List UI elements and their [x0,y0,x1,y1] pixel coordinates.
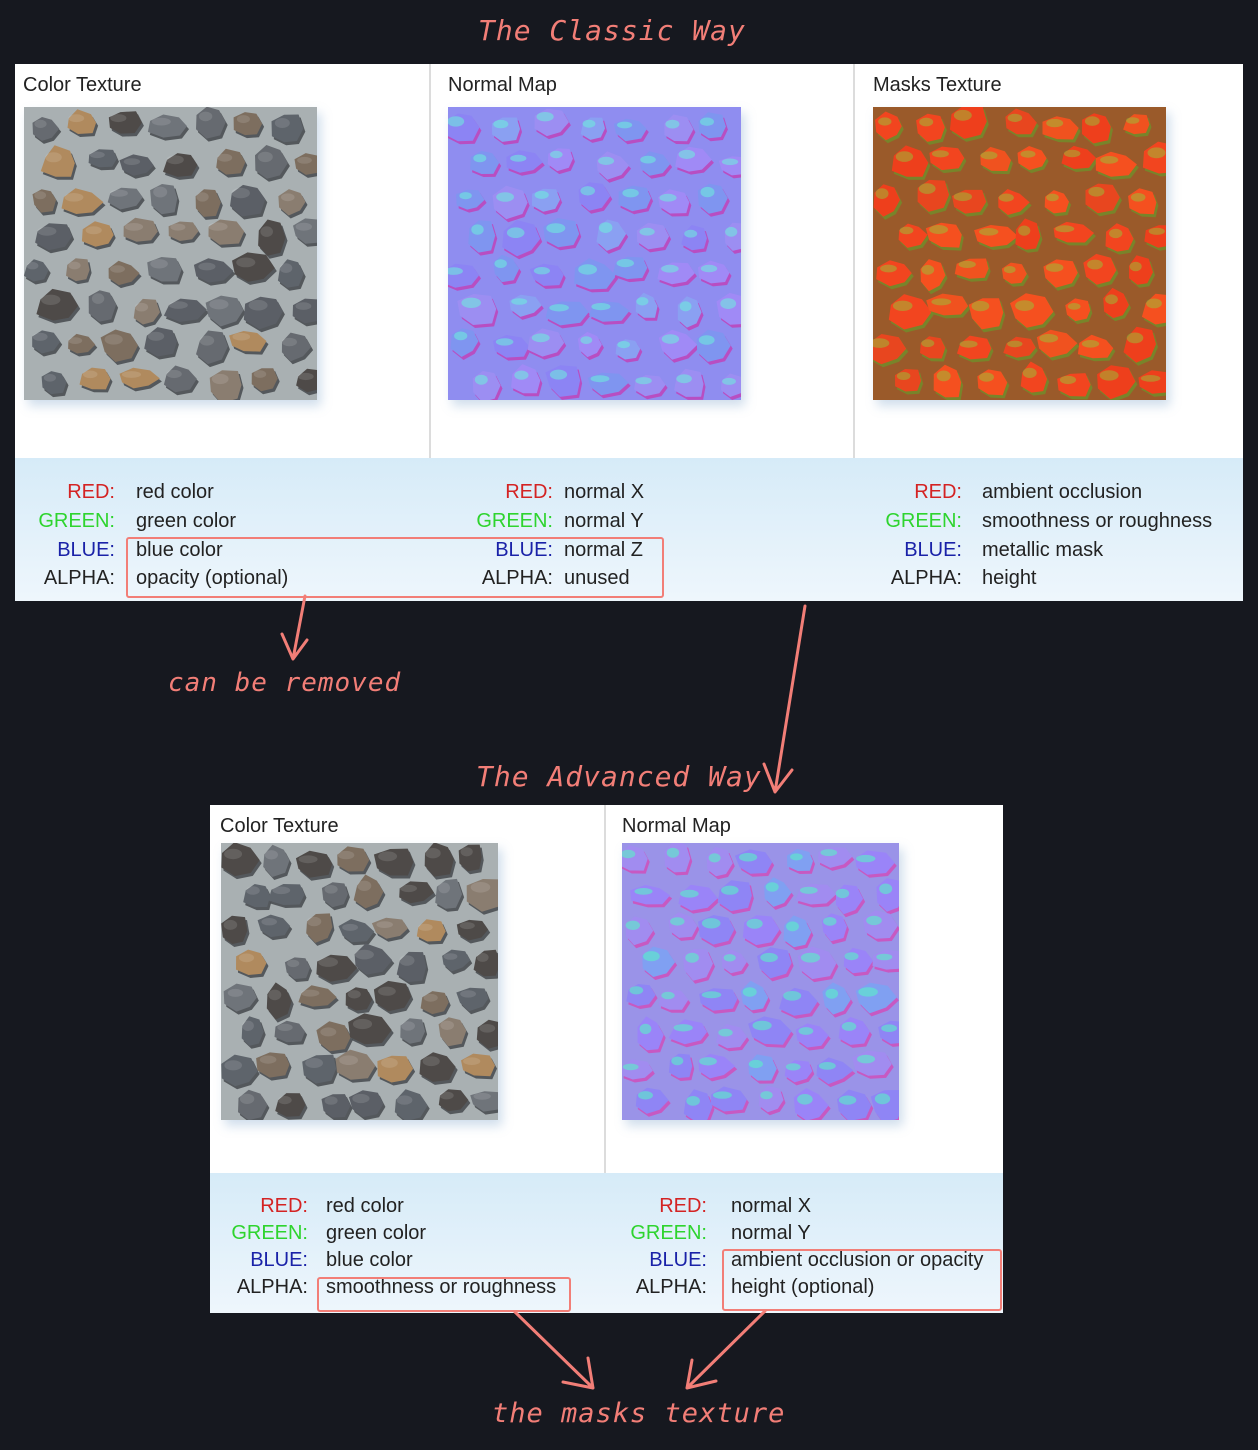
classic-normal-alpha: unused [564,567,630,589]
classic-normal-texture [448,107,741,400]
advanced-panel: Color Texture Normal Map RED: red color … [210,805,1003,1313]
channel-label-alpha: ALPHA: [236,1276,308,1298]
advanced-normal-green: normal Y [731,1222,811,1244]
advanced-normal-alpha: height (optional) [731,1276,875,1298]
classic-masks-green: smoothness or roughness [982,510,1213,532]
classic-masks-title: Masks Texture [873,74,1002,96]
normal-map-image [448,107,741,400]
classic-color-green: green color [136,510,237,532]
classic-normal-blue: normal Z [564,539,643,561]
arrow-to-advanced [762,604,807,794]
advanced-color-red: red color [326,1195,404,1217]
color-alpha-highlight [317,1277,571,1312]
classic-normal-green: normal Y [564,510,644,532]
channel-label-red: RED: [260,1195,308,1217]
classic-normal-channels: RED: normal X GREEN: normal Y BLUE: norm… [429,481,853,597]
classic-divider-1 [429,64,431,458]
stone-color-image [221,843,498,1120]
channel-label-red: RED: [67,481,115,503]
masks-image [873,107,1166,400]
channel-label-green: GREEN: [885,510,962,532]
advanced-channel-band [210,1173,1003,1313]
channel-label-blue: BLUE: [250,1249,308,1271]
classic-masks-red: ambient occlusion [982,481,1143,503]
arrow-color-to-masks [513,1310,595,1390]
classic-color-texture [24,107,317,400]
advanced-normal-texture [622,843,899,1120]
channel-label-alpha: ALPHA: [635,1276,707,1298]
channel-label-green: GREEN: [630,1222,707,1244]
classic-color-alpha: opacity (optional) [136,567,289,589]
channel-label-red: RED: [659,1195,707,1217]
advanced-way-heading: The Advanced Way [476,760,762,793]
advanced-color-title: Color Texture [220,815,339,837]
advanced-normal-blue: ambient occlusion or opacity [731,1249,984,1271]
advanced-color-channels: RED: red color GREEN: green color BLUE: … [210,1195,604,1307]
classic-masks-blue: metallic mask [982,539,1104,561]
normal-map-image [622,843,899,1120]
classic-masks-texture [873,107,1166,400]
channel-label-blue: BLUE: [57,539,115,561]
advanced-color-alpha: smoothness or roughness [326,1276,557,1298]
channel-label-red: RED: [505,481,553,503]
channel-label-blue: BLUE: [495,539,553,561]
classic-normal-title: Normal Map [448,74,557,96]
classic-color-blue: blue color [136,539,223,561]
advanced-color-texture [221,843,498,1120]
classic-color-title: Color Texture [23,74,142,96]
classic-way-heading: The Classic Way [478,14,746,47]
classic-channel-band [15,458,1243,601]
normal-blue-alpha-highlight [722,1249,1002,1311]
removable-channels-highlight [126,537,664,598]
channel-label-red: RED: [914,481,962,503]
can-be-removed-note: can be removed [168,668,402,698]
advanced-color-blue: blue color [326,1249,413,1271]
classic-color-channels: RED: red color GREEN: green color BLUE: … [15,481,429,597]
classic-panel: Color Texture Normal Map Masks Texture R… [15,64,1243,601]
advanced-color-green: green color [326,1222,427,1244]
advanced-divider [604,805,606,1173]
classic-normal-red: normal X [564,481,645,503]
classic-masks-alpha: height [982,567,1037,589]
masks-texture-note: the masks texture [492,1398,786,1429]
advanced-normal-red: normal X [731,1195,812,1217]
channel-label-green: GREEN: [231,1222,308,1244]
channel-label-blue: BLUE: [649,1249,707,1271]
classic-color-red: red color [136,481,214,503]
stone-color-image [24,107,317,400]
channel-label-alpha: ALPHA: [890,567,962,589]
arrow-normal-to-masks [685,1309,767,1390]
advanced-normal-title: Normal Map [622,815,731,837]
advanced-normal-channels: RED: normal X GREEN: normal Y BLUE: ambi… [604,1195,1003,1307]
arrow-to-removed [280,594,309,661]
channel-label-green: GREEN: [38,510,115,532]
channel-label-blue: BLUE: [904,539,962,561]
classic-divider-2 [853,64,855,458]
channel-label-green: GREEN: [476,510,553,532]
channel-label-alpha: ALPHA: [481,567,553,589]
classic-masks-channels: RED: ambient occlusion GREEN: smoothness… [853,481,1243,597]
channel-label-alpha: ALPHA: [43,567,115,589]
